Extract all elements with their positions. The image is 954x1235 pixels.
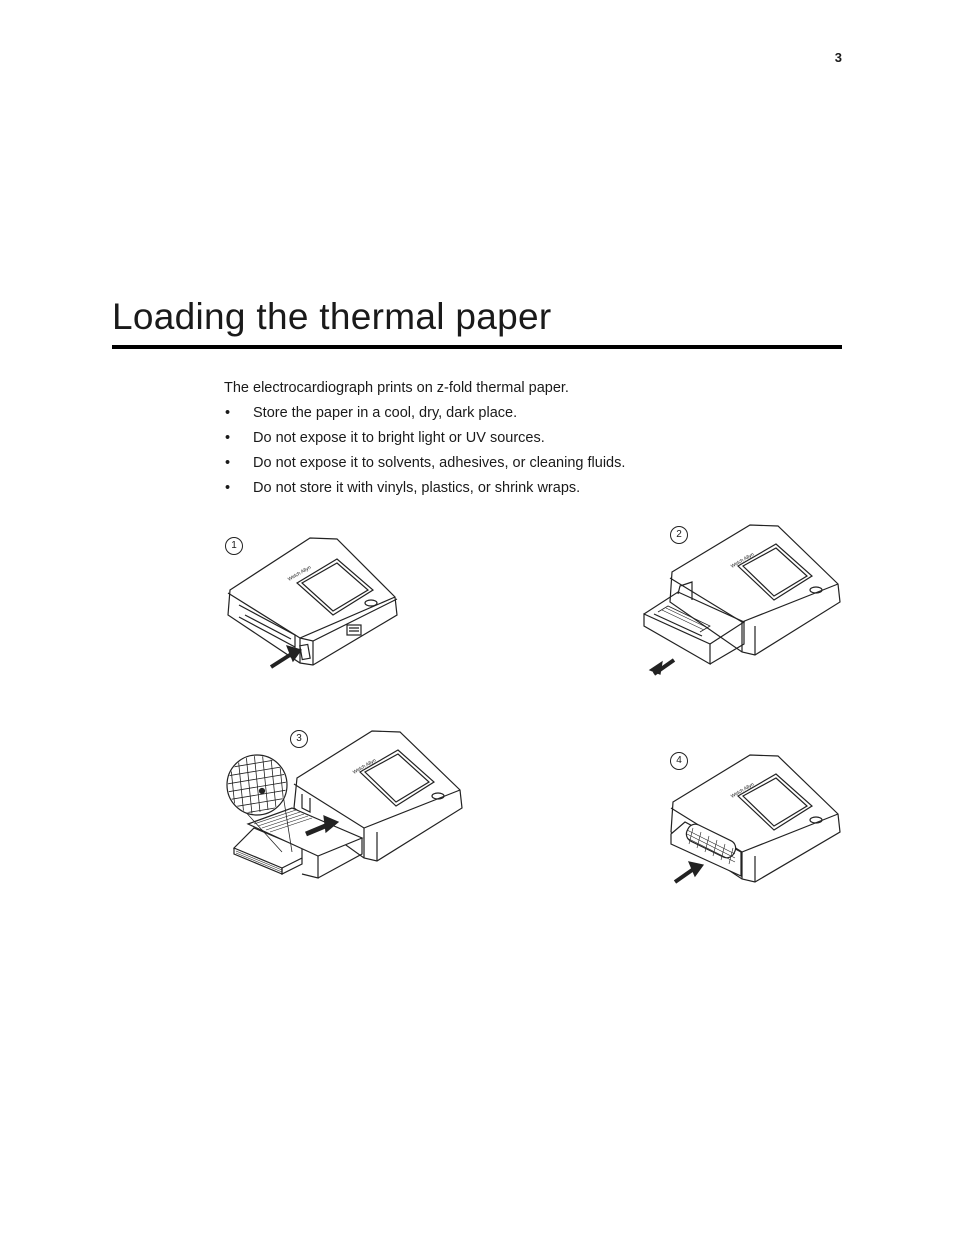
list-item-text: Do not expose it to bright light or UV s…	[253, 430, 545, 446]
press-release-button-illustration: Welch Allyn	[227, 537, 398, 669]
insert-paper-illustration: Welch Allyn	[226, 730, 463, 879]
step-number-3: 3	[290, 730, 308, 748]
list-item: • Do not expose it to solvents, adhesives…	[224, 455, 625, 480]
step-number-1: 1	[225, 537, 243, 555]
page-title: Loading the thermal paper	[112, 296, 552, 337]
list-item: • Store the paper in a cool, dry, dark pl…	[224, 405, 625, 430]
page-number: 3	[834, 50, 842, 65]
bullet-glyph: •	[225, 405, 231, 421]
list-item: • Do not store it with vinyls, plastics, …	[224, 480, 625, 505]
intro-text: The electrocardiograph prints on z-fold …	[224, 380, 569, 396]
close-tray-illustration: Welch Allyn	[670, 754, 841, 884]
list-item-text: Do not store it with vinyls, plastics, o…	[253, 480, 581, 496]
step-number-2: 2	[670, 526, 688, 544]
pull-out-tray-illustration: Welch Allyn	[643, 524, 841, 676]
bullet-list: • Store the paper in a cool, dry, dark pl…	[224, 405, 625, 505]
title-rule	[112, 345, 842, 349]
bullet-glyph: •	[225, 480, 231, 496]
bullet-glyph: •	[225, 455, 231, 471]
step-number-4: 4	[670, 752, 688, 770]
list-item: • Do not expose it to bright light or UV …	[224, 430, 625, 455]
list-item-text: Do not expose it to solvents, adhesives,…	[253, 455, 626, 471]
bullet-glyph: •	[225, 430, 231, 446]
list-item-text: Store the paper in a cool, dry, dark pla…	[253, 405, 518, 421]
